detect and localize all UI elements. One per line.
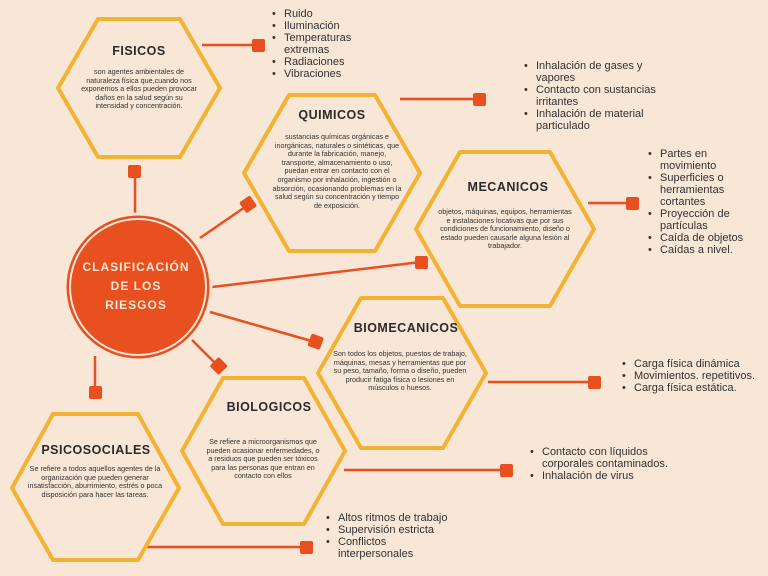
leader-node-fisicos (252, 39, 265, 52)
list-item: Temperaturas extremas (270, 32, 380, 56)
center-title: CLASIFICACIÓN DE LOS RIESGOS (66, 258, 206, 315)
list-item: Iluminación (270, 20, 380, 32)
list-item: Carga física estática. (620, 382, 760, 394)
center-title-line: RIESGOS (105, 298, 167, 312)
hexagon-quimicos (242, 93, 422, 253)
mecanicos-title: MECANICOS (467, 180, 549, 194)
biologicos-title: BIOLOGICOS (226, 400, 312, 414)
hexagon-biologicos (180, 376, 347, 526)
quimicos-title: QUIMICOS (298, 108, 366, 122)
fisicos-list: Ruido Iluminación Temperaturas extremas … (270, 8, 380, 80)
mecanicos-list: Partes en movimiento Superficies o herra… (646, 148, 756, 256)
list-item: Conflictos interpersonales (324, 536, 454, 560)
fisicos-title: FISICOS (112, 44, 166, 58)
quimicos-description: sustancias químicas orgánicas e inorgáni… (272, 132, 402, 210)
list-item: Contacto con líquidos corporales contami… (528, 446, 668, 470)
connector-node-mecanicos (415, 256, 428, 269)
connector-node-biologicos (210, 357, 228, 375)
biologicos-list: Contacto con líquidos corporales contami… (528, 446, 668, 482)
hexagon-biomecanicos (316, 296, 488, 450)
mecanicos-description: objetos, máquinas, equipos, herramientas… (438, 207, 572, 251)
biomecanicos-title: BIOMECANICOS (353, 321, 459, 335)
list-item: Caídas a nivel. (646, 244, 756, 256)
list-item: Altos ritmos de trabajo (324, 512, 454, 524)
fisicos-description: son agentes ambientales de naturaleza fí… (81, 67, 197, 111)
list-item: Movimientos. repetitivos. (620, 370, 760, 382)
center-circle-ring (69, 218, 207, 356)
connector-node-quimicos (239, 196, 257, 213)
list-item: Ruido (270, 8, 380, 20)
hexagon-psicosociales (10, 412, 181, 562)
quimicos-list: Inhalación de gases y vapores Contacto c… (522, 60, 672, 132)
leader-node-mecanicos (626, 197, 639, 210)
leader-node-psicosociales (300, 541, 313, 554)
list-item: Caída de objetos (646, 232, 756, 244)
list-item: Supervisión estricta (324, 524, 454, 536)
leader-node-biologicos (500, 464, 513, 477)
list-item: Carga física dinámica (620, 358, 760, 370)
connector-node-psicosociales (89, 386, 102, 399)
psicosociales-title: PSICOSOCIALES (41, 443, 151, 457)
list-item: Inhalación de virus (528, 470, 668, 482)
biologicos-description: Se refiere a microorganismos que pueden … (206, 437, 320, 481)
list-item: Vibraciones (270, 68, 380, 80)
hexagon-mecanicos (414, 150, 596, 308)
connector-biomecanicos (209, 310, 316, 344)
psicosociales-description: Se refiere a todos aquellos agentes de l… (27, 464, 163, 499)
psicosociales-list: Altos ritmos de trabajo Supervisión estr… (324, 512, 454, 560)
biomecanicos-list: Carga física dinámica Movimientos. repet… (620, 358, 760, 394)
list-item: Partes en movimiento (646, 148, 756, 172)
connector-node-fisicos (128, 165, 141, 178)
leader-node-biomecanicos (588, 376, 601, 389)
list-item: Inhalación de material particulado (522, 108, 672, 132)
hexagon-fisicos (56, 17, 222, 159)
center-circle (63, 212, 213, 362)
connector-mecanicos (211, 260, 422, 289)
connector-quimicos (199, 203, 249, 240)
leader-node-quimicos (473, 93, 486, 106)
connector-biologicos (191, 339, 219, 367)
center-title-line: DE LOS (110, 279, 162, 293)
connector-node-biomecanicos (307, 333, 324, 350)
list-item: Proyección de partículas (646, 208, 756, 232)
center-title-line: CLASIFICACIÓN (82, 260, 190, 274)
list-item: Superficies o herramientas cortantes (646, 172, 756, 208)
biomecanicos-description: Son todos los objetos, puestos de trabaj… (333, 349, 467, 393)
list-item: Inhalación de gases y vapores (522, 60, 672, 84)
list-item: Contacto con sustancias irritantes (522, 84, 672, 108)
list-item: Radiaciones (270, 56, 380, 68)
